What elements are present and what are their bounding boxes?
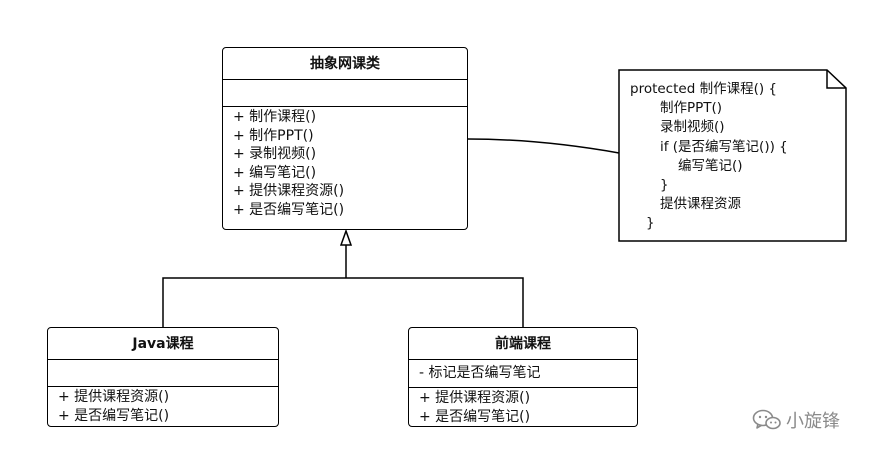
operation-item: + 提供课程资源() — [58, 389, 170, 405]
generalization-arrowhead — [339, 228, 353, 246]
abstract-class-name: 抽象网课类 — [223, 48, 467, 80]
operation-item: + 是否编写笔记() — [419, 408, 531, 425]
abstract-class-attributes — [223, 80, 467, 107]
watermark-text: 小旋锋 — [786, 411, 840, 432]
note-line: } — [660, 176, 669, 193]
operation-item: + 编写笔记() — [233, 164, 317, 181]
operation-item: + 录制视频() — [233, 146, 317, 163]
operation-item: + 提供课程资源() — [233, 183, 345, 200]
note-line: 编写笔记() — [678, 157, 743, 174]
frontend-class-operations: + 提供课程资源() + 是否编写笔记() — [409, 388, 637, 426]
note-shape — [618, 69, 847, 242]
note-line: 录制视频() — [660, 119, 725, 136]
abstract-class-box: 抽象网课类 + 制作课程() + 制作PPT() + 录制视频() + 编写笔记… — [222, 47, 468, 230]
operation-item: + 是否编写笔记() — [233, 201, 345, 218]
inheritance-line-frontend — [346, 277, 524, 327]
java-class-box: Java课程 + 提供课程资源() + 是否编写笔记() — [47, 327, 279, 427]
abstract-class-operations: + 制作课程() + 制作PPT() + 录制视频() + 编写笔记() + 提… — [223, 107, 467, 220]
operation-item: + 提供课程资源() — [419, 390, 531, 406]
operation-item: + 是否编写笔记() — [58, 407, 170, 424]
operation-item: + 制作课程() — [233, 109, 317, 125]
java-class-name: Java课程 — [48, 328, 278, 360]
note-line: } — [646, 215, 655, 232]
note-line: 提供课程资源 — [660, 196, 741, 213]
note-text: protected 制作课程() { 制作PPT() 录制视频() if (是否… — [630, 80, 842, 234]
note-line: protected 制作课程() { — [630, 81, 777, 97]
frontend-class-name: 前端课程 — [409, 328, 637, 360]
java-class-attributes — [48, 360, 278, 387]
note-anchor-line — [467, 138, 620, 154]
watermark: 小旋锋 — [752, 405, 840, 435]
attribute-item: - 标记是否编写笔记 — [419, 365, 541, 381]
note-line: if (是否编写笔记()) { — [660, 138, 788, 155]
note-fold — [826, 70, 846, 89]
frontend-class-box: 前端课程 - 标记是否编写笔记 + 提供课程资源() + 是否编写笔记() — [408, 327, 638, 427]
frontend-class-attributes: - 标记是否编写笔记 — [409, 360, 637, 388]
inheritance-line-java — [162, 277, 346, 327]
operation-item: + 制作PPT() — [233, 127, 314, 144]
java-class-operations: + 提供课程资源() + 是否编写笔记() — [48, 387, 278, 425]
note-line: 制作PPT() — [660, 100, 723, 117]
wechat-icon — [752, 409, 781, 430]
